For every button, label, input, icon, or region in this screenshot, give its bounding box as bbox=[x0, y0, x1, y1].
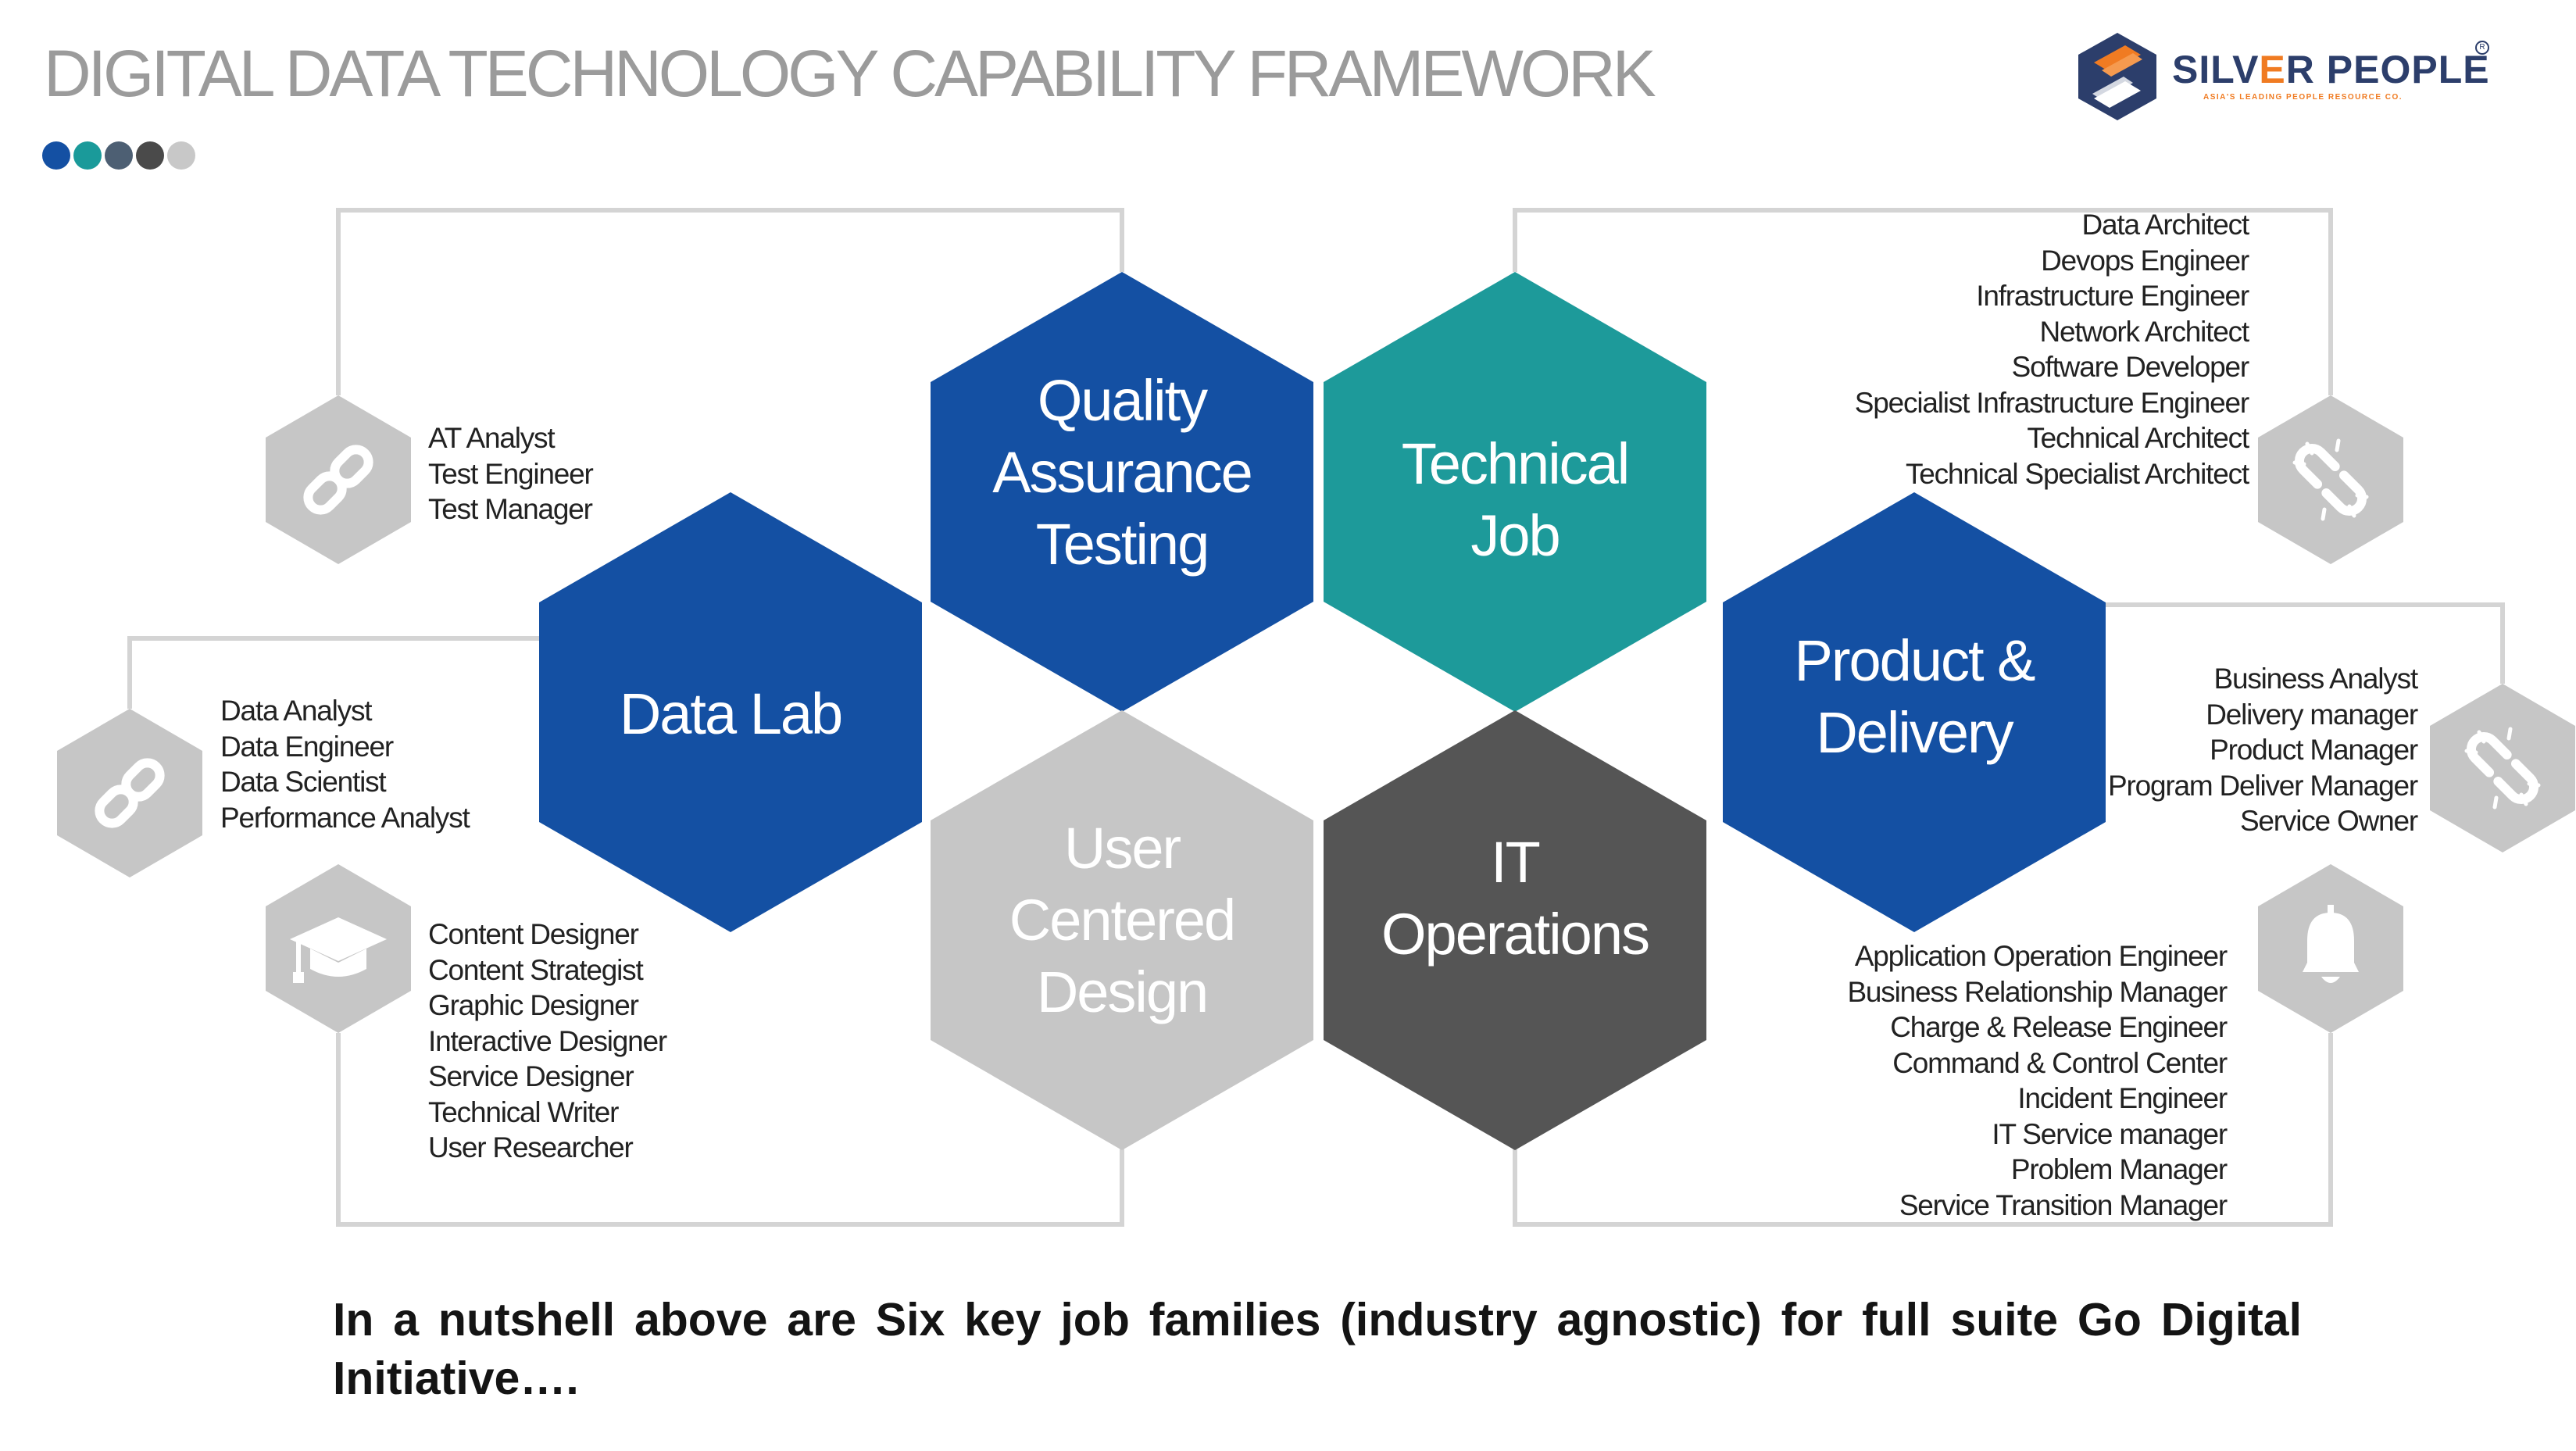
role-list-data-lab: Data Analyst Data Engineer Data Scientis… bbox=[220, 693, 470, 835]
role-item: Technical Specialist Architect bbox=[1905, 457, 2249, 490]
hex-label-line: Testing bbox=[1035, 512, 1209, 577]
connector-ucd bbox=[336, 1033, 1124, 1227]
role-list-user-centered-design: Content Designer Content Strategist Grap… bbox=[428, 917, 667, 1166]
link-icon bbox=[95, 758, 165, 828]
role-list-product-delivery: Business Analyst Delivery manager Produc… bbox=[2107, 661, 2418, 839]
hexagon-technical-job[interactable] bbox=[1324, 272, 1706, 712]
registered-mark: R bbox=[2475, 41, 2489, 55]
hex-label-line: Technical bbox=[1401, 431, 1631, 496]
link-icon bbox=[303, 445, 373, 515]
connector-lines bbox=[127, 208, 2505, 1227]
company-logo: SILVER PEOPLE R ASIA'S LEADING PEOPLE RE… bbox=[2070, 30, 2539, 123]
role-item: Data Architect bbox=[2081, 209, 2249, 241]
role-item: Data Analyst bbox=[220, 695, 373, 727]
hex-label-line: Assurance bbox=[992, 440, 1253, 505]
icon-hex-product bbox=[2430, 684, 2575, 852]
hex-label-user-centered-design: User Centered Design bbox=[927, 813, 1317, 1028]
hexagon-data-lab[interactable] bbox=[539, 492, 922, 932]
hexagon-product-delivery[interactable] bbox=[1723, 492, 2106, 932]
logo-mark-icon bbox=[2078, 33, 2156, 120]
role-item: Data Scientist bbox=[220, 766, 387, 798]
hex-label-line: Operations bbox=[1381, 902, 1650, 967]
role-item: Technical Architect bbox=[2027, 422, 2249, 454]
connector-technical bbox=[1513, 208, 2333, 395]
bell-icon bbox=[2303, 905, 2359, 983]
hex-label-line: IT bbox=[1491, 830, 1541, 895]
role-item: User Researcher bbox=[428, 1131, 634, 1163]
role-item: Service Owner bbox=[2239, 805, 2418, 837]
logo-text-2: R PEOPLE bbox=[2285, 48, 2490, 91]
page-title: DIGITAL DATA TECHNOLOGY CAPABILITY FRAME… bbox=[44, 37, 1656, 110]
role-item: Performance Analyst bbox=[220, 801, 470, 834]
progress-dot bbox=[136, 141, 164, 170]
connector-product bbox=[2106, 602, 2505, 684]
role-list-it-operations: Application Operation Engineer Business … bbox=[1847, 938, 2228, 1223]
role-item: Service Transition Manager bbox=[1899, 1188, 2228, 1221]
hex-label-line: Delivery bbox=[1816, 700, 2013, 765]
logo-text-accent: E bbox=[2259, 48, 2286, 91]
role-item: Infrastructure Engineer bbox=[1976, 280, 2249, 312]
hexagon-user-centered-design[interactable] bbox=[931, 710, 1313, 1150]
hex-label-technical-job: Technical Job bbox=[1320, 428, 1710, 572]
footer-summary: In a nutshell above are Six key job fami… bbox=[333, 1294, 2302, 1404]
role-item: IT Service manager bbox=[1992, 1117, 2228, 1150]
hex-label-quality-assurance: Quality Assurance Testing bbox=[927, 365, 1317, 581]
role-item: Technical Writer bbox=[428, 1095, 620, 1128]
connector-qa bbox=[336, 208, 1124, 395]
hex-label-line: Centered bbox=[1009, 888, 1236, 952]
role-item: Product Manager bbox=[2210, 734, 2418, 766]
hex-label-it-operations: IT Operations bbox=[1320, 827, 1710, 970]
role-item: Application Operation Engineer bbox=[1854, 940, 2228, 972]
hex-label-product-delivery: Product & Delivery bbox=[1719, 625, 2110, 769]
icon-hex-technical bbox=[2258, 395, 2403, 564]
graduation-cap-icon bbox=[290, 917, 387, 983]
role-item: Content Designer bbox=[428, 918, 639, 950]
hex-label-line: Job bbox=[1470, 503, 1560, 568]
hex-label-line: Product & bbox=[1794, 628, 2036, 693]
progress-dot bbox=[73, 141, 102, 170]
role-item: Charge & Release Engineer bbox=[1890, 1011, 2228, 1043]
role-item: Data Engineer bbox=[220, 730, 394, 763]
role-item: Test Manager bbox=[428, 493, 593, 525]
hex-label-line: User bbox=[1063, 816, 1181, 881]
role-item: Service Designer bbox=[428, 1060, 634, 1092]
broken-link-icon bbox=[2464, 727, 2541, 809]
progress-dot bbox=[42, 141, 70, 170]
role-item: Incident Engineer bbox=[2017, 1082, 2228, 1114]
role-list-technical-job: Data Architect Devops Engineer Infrastru… bbox=[1855, 207, 2249, 491]
broken-link-icon bbox=[2292, 438, 2369, 521]
progress-dot bbox=[167, 141, 195, 170]
hex-label-data-lab: Data Lab bbox=[535, 678, 926, 750]
hexagon-it-operations[interactable] bbox=[1324, 710, 1706, 1150]
role-item: Specialist Infrastructure Engineer bbox=[1854, 386, 2249, 419]
hex-label-line: Design bbox=[1036, 960, 1209, 1024]
role-item: Interactive Designer bbox=[428, 1024, 667, 1057]
role-item: Delivery manager bbox=[2206, 698, 2418, 731]
role-item: Content Strategist bbox=[428, 953, 644, 986]
logo-wordmark: SILVER PEOPLE bbox=[2172, 47, 2490, 92]
role-item: Business Analyst bbox=[2213, 663, 2418, 695]
role-item: Command & Control Center bbox=[1892, 1046, 2228, 1079]
role-item: AT Analyst bbox=[428, 422, 556, 454]
hex-label-line: Data Lab bbox=[619, 681, 843, 746]
progress-dot bbox=[105, 141, 133, 170]
role-item: Devops Engineer bbox=[2041, 244, 2249, 277]
connector-datalab bbox=[127, 636, 541, 709]
connector-itops bbox=[1513, 1033, 2333, 1227]
role-item: Business Relationship Manager bbox=[1847, 975, 2228, 1008]
logo-tagline: ASIA'S LEADING PEOPLE RESOURCE CO. bbox=[2203, 93, 2403, 102]
role-item: Graphic Designer bbox=[428, 989, 639, 1021]
role-item: Network Architect bbox=[2039, 315, 2250, 348]
logo-text-1: SILV bbox=[2172, 48, 2260, 91]
role-item: Software Developer bbox=[2011, 351, 2250, 383]
role-item: Test Engineer bbox=[428, 457, 594, 490]
role-item: Problem Manager bbox=[2010, 1153, 2228, 1185]
role-list-quality-assurance: AT Analyst Test Engineer Test Manager bbox=[428, 420, 594, 527]
hexagon-quality-assurance[interactable] bbox=[931, 272, 1313, 712]
hex-label-line: Quality bbox=[1037, 368, 1208, 433]
role-item: Program Deliver Manager bbox=[2107, 769, 2418, 802]
